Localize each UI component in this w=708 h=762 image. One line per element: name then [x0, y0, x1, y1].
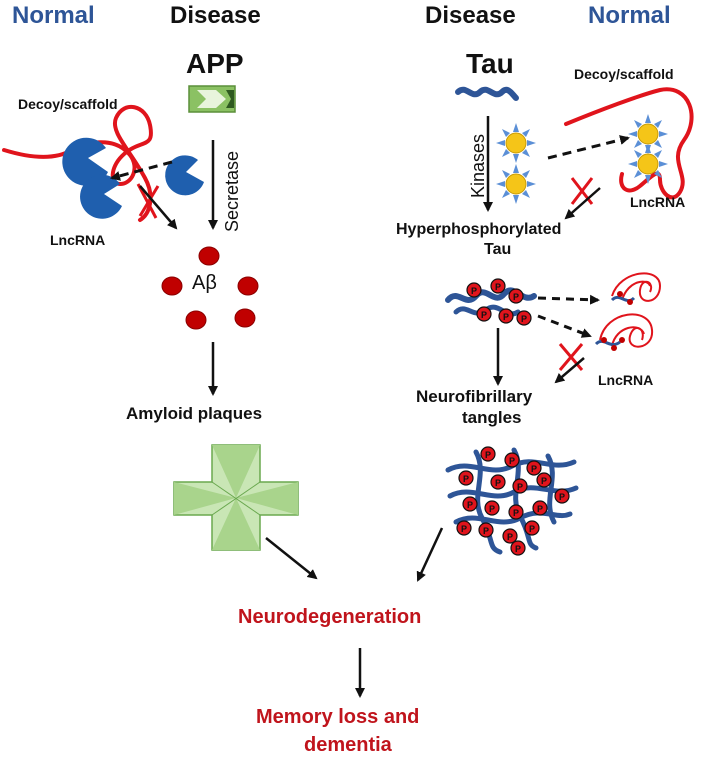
amyloid-plaques-label: Amyloid plaques: [126, 404, 263, 423]
decoy-label-left: Decoy/scaffold: [18, 96, 118, 112]
amyloid-plaque-icon: [173, 444, 299, 551]
decoy-protein-left-2: [80, 174, 122, 219]
lncrna-label-right-bottom: LncRNA: [598, 372, 654, 388]
dashed-arrow-tau-1: [537, 294, 600, 305]
dashed-arrow-right: [547, 135, 630, 160]
hyperphosphorylated-tau-label: Tau: [484, 241, 512, 258]
kinase-bound-icon-2: [627, 143, 669, 185]
inhibition-x-right-top: [570, 177, 594, 205]
header-disease-right: Disease: [425, 2, 516, 29]
tau-label: Tau: [466, 48, 514, 79]
header-normal-left: Normal: [12, 2, 95, 29]
hyperphosphorylated-label: Hyperphosphorylated: [396, 221, 562, 238]
lncrna-right-strand: [564, 87, 694, 200]
lncrna-tau-complex-2: [594, 313, 654, 351]
tangles-label-line2: tangles: [462, 408, 522, 427]
lncrna-label-left: LncRNA: [50, 232, 106, 248]
header-disease-left: Disease: [170, 2, 261, 29]
decoy-label-right: Decoy/scaffold: [574, 66, 674, 82]
arrow-lncrna-to-abeta: [139, 185, 178, 230]
inhibition-x-right-bottom: [558, 343, 584, 371]
kinase-icon-2: [495, 163, 537, 205]
abeta-label: Aβ: [192, 272, 217, 294]
secretase-protein: [165, 155, 204, 196]
dashed-arrow-tau-2: [537, 314, 592, 338]
kinase-icon-1: [495, 122, 537, 164]
arrow-plaques-to-neuro: [265, 537, 318, 580]
header-normal-right: Normal: [588, 2, 671, 29]
kinases-label: Kinases: [468, 133, 488, 198]
hyperphosphorylated-tau-icon: [445, 278, 537, 326]
dashed-arrow-left: [110, 160, 173, 181]
app-icon: [188, 85, 236, 113]
lncrna-tau-complex-1: [610, 272, 662, 305]
lncrna-label-right-top: LncRNA: [630, 194, 686, 210]
tangles-label-line1: Neurofibrillary: [416, 387, 533, 406]
abeta-oligomers: [161, 246, 259, 330]
memory-loss-label: Memory loss and: [256, 706, 420, 728]
app-label: APP: [186, 48, 244, 79]
secretase-label: Secretase: [222, 150, 242, 232]
dementia-label: dementia: [304, 734, 392, 756]
arrow-lncrna-to-hyper: [564, 187, 601, 220]
neurodegeneration-label: Neurodegeneration: [238, 606, 422, 628]
arrow-lncrna-to-tangles: [554, 357, 585, 384]
tau-protein-icon: [455, 86, 519, 101]
neurofibrillary-tangle-icon: [445, 446, 579, 556]
decoy-protein-left-1: [62, 137, 108, 186]
inhibition-x-left: [136, 183, 160, 219]
arrow-tangles-to-neuro: [416, 527, 444, 582]
